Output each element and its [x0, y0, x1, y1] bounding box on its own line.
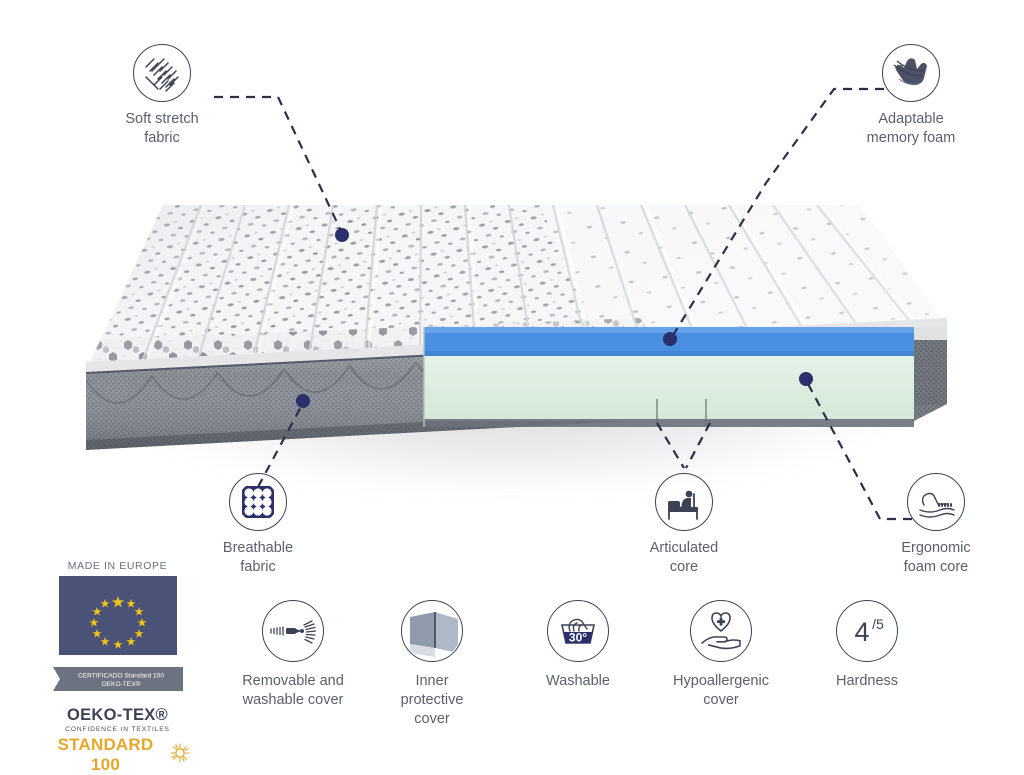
leader-dots: [296, 228, 813, 408]
woven-fabric-icon: [133, 44, 191, 102]
body-contour-foam-icon: [907, 473, 965, 531]
feature-hypoallergenic-cover[interactable]: Hypoallergenic cover: [646, 600, 796, 710]
certification-badge: MADE IN EUROPE: [45, 560, 190, 775]
feature-label: Hypoallergenic cover: [673, 673, 769, 708]
callout-label: Soft stretch fabric: [125, 111, 199, 146]
mesh-grid-icon: [229, 473, 287, 531]
callout-label: Breathable fabric: [222, 540, 294, 575]
mattress-border-band: [86, 318, 947, 450]
memory-foam-layer: [424, 327, 914, 356]
feature-removable-washable-cover[interactable]: Removable and washable cover: [218, 600, 368, 710]
feature-hardness[interactable]: 4 /5 Hardness: [792, 600, 942, 691]
mattress-quilted-top: [86, 205, 947, 372]
dot-soft-stretch-fabric: [335, 228, 349, 242]
dot-breathable-fabric: [296, 394, 310, 408]
leader-articulated-core-left: [656, 422, 685, 469]
feature-label: Inner protective cover: [400, 673, 464, 727]
standard-label: STANDARD 100: [57, 735, 154, 774]
sun-burst-icon: [170, 742, 190, 768]
wash-temperature: 30°: [569, 631, 587, 645]
heart-hand-icon: [690, 600, 752, 662]
feature-label: Washable: [546, 673, 610, 689]
ergonomic-core-layer: [424, 356, 914, 421]
hardness-value: 4: [854, 617, 869, 647]
mattress-cross-section: [423, 327, 914, 427]
callout-label: Adaptable memory foam: [866, 111, 956, 146]
made-in-europe-label: MADE IN EUROPE: [67, 560, 168, 572]
ribbon-line-1: CERTIFICADO Standard 100: [78, 673, 164, 680]
leader-lines: [214, 87, 912, 521]
dot-ergonomic-foam-core: [799, 372, 813, 386]
eu-flag-icon: [58, 576, 177, 655]
feature-label: Hardness: [835, 673, 899, 689]
hardness-rating-icon: 4 /5: [836, 600, 898, 662]
dot-adaptable-memory-foam: [663, 332, 677, 346]
zipper-icon: [262, 600, 324, 662]
feature-inner-protective-cover[interactable]: Inner protective cover: [357, 600, 507, 729]
callout-articulated-core[interactable]: Articulated core: [609, 473, 759, 576]
callout-adaptable-memory-foam[interactable]: Adaptable memory foam: [836, 44, 986, 147]
leader-articulated-core-right: [685, 422, 711, 469]
hardness-scale: /5: [872, 616, 884, 632]
ribbon-line-2: OEKO-TEX®: [101, 680, 140, 688]
mattress-right-edge: [914, 327, 947, 421]
callout-breathable-fabric[interactable]: Breathable fabric: [183, 473, 333, 576]
wash-basin-30-icon: 30°: [547, 600, 609, 662]
hand-press-foam-icon: [882, 44, 940, 102]
folded-cover-icon: [401, 600, 463, 662]
oeko-tex-tagline: CONFIDENCE IN TEXTILES: [65, 726, 170, 733]
oeko-tex-brand: OEKO-TEX®: [66, 706, 169, 724]
oeko-tex-ribbon: CERTIFICADO Standard 100 OEKO-TEX®: [52, 664, 183, 699]
adjustable-bed-icon: [655, 473, 713, 531]
articulated-core-slots: [656, 399, 707, 423]
callout-label: Ergonomic foam core: [901, 540, 971, 575]
callout-soft-stretch-fabric[interactable]: Soft stretch fabric: [87, 44, 237, 147]
callout-label: Articulated core: [649, 540, 719, 575]
callout-ergonomic-foam-core[interactable]: Ergonomic foam core: [861, 473, 1011, 576]
feature-label: Removable and washable cover: [242, 673, 344, 708]
oeko-tex-standard: STANDARD 100: [45, 735, 190, 775]
feature-washable[interactable]: 30° Washable: [503, 600, 653, 691]
